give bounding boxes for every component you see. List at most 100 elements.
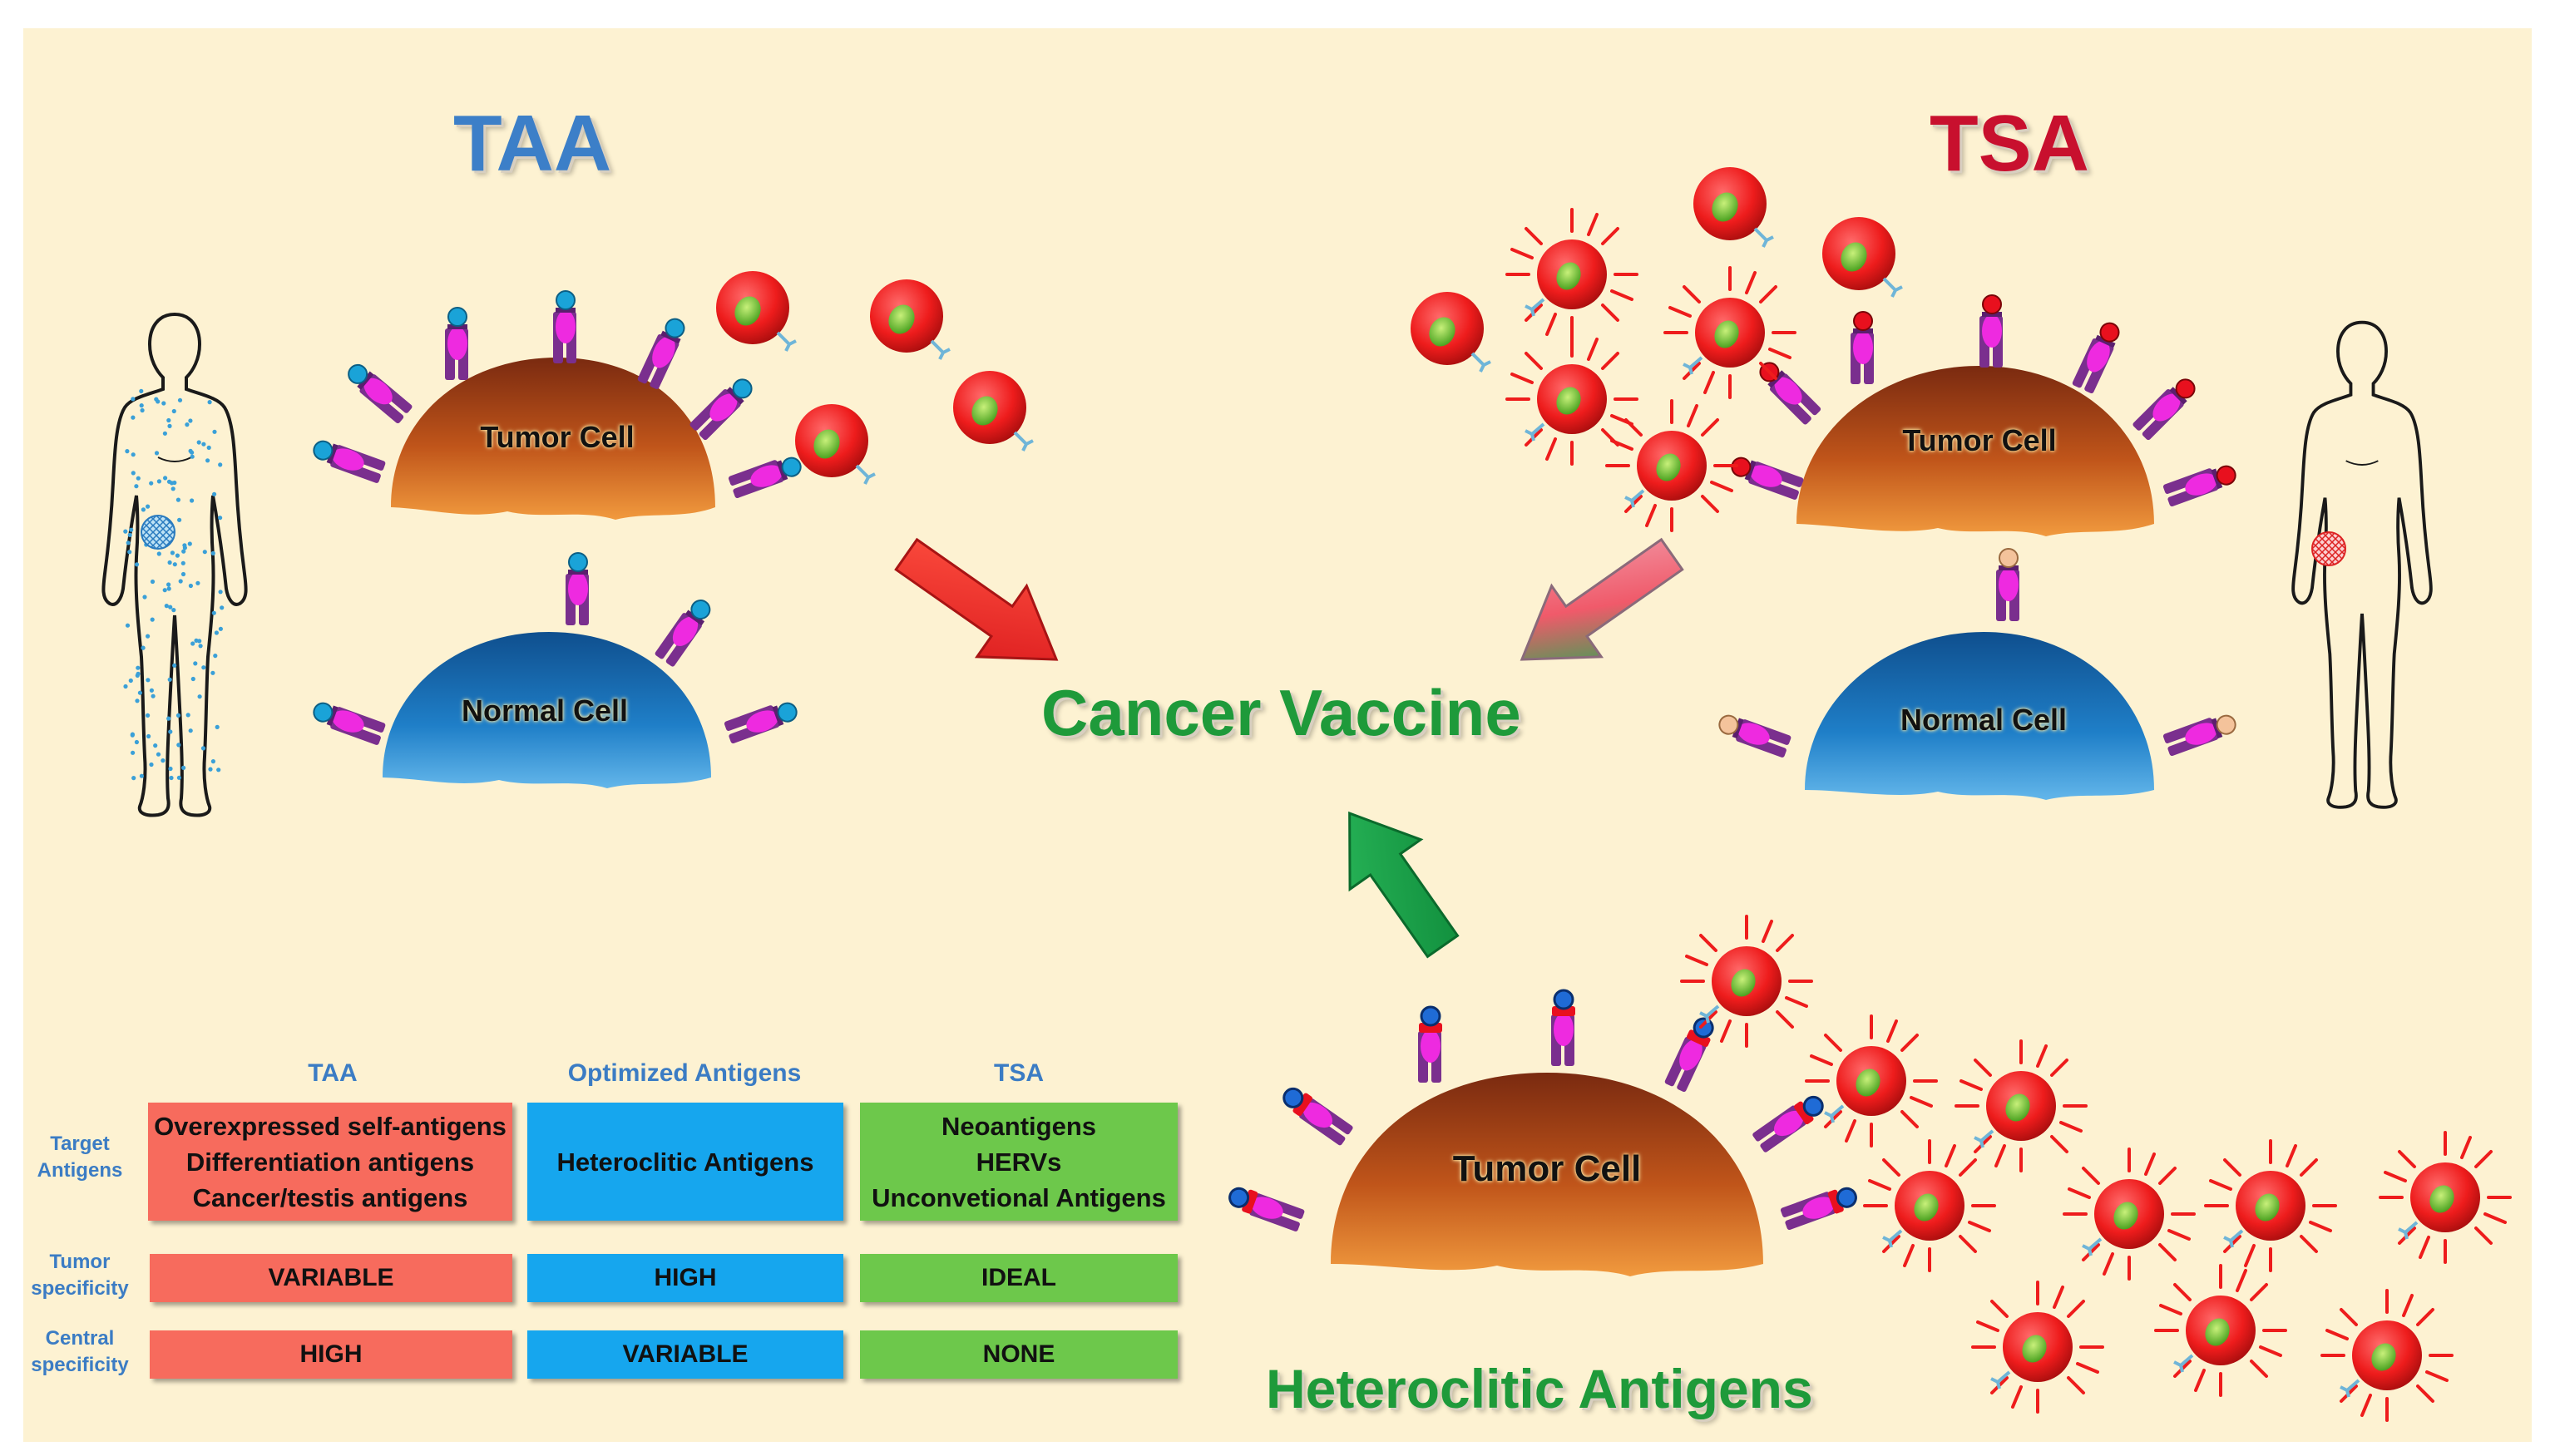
speckle-dot [146,678,151,683]
speckle-dot [169,775,174,781]
tsa-tumor-cell-icon [1728,295,2239,536]
tsa-tumor-cell-label: Tumor Cell [1902,423,2057,457]
speckle-dot [125,449,130,454]
speckle-dot [164,604,169,609]
table-cell-tsa-central-specificity: NONE [860,1330,1178,1379]
speckle-dot [190,454,195,459]
speckle-dot [187,541,192,546]
speckle-dot [136,671,141,676]
cell-line: Unconvetional Antigens [872,1182,1166,1212]
column-header-tsa: TSA [994,1059,1044,1087]
speckle-dot [161,401,166,406]
table-cell-taa-target: Overexpressed self-antigens Differentiat… [148,1103,512,1221]
speckle-dot [172,562,177,567]
speckle-dot [166,417,171,423]
cell-line: Heteroclitic Antigens [556,1147,814,1177]
table-cell-taa-tumor-specificity: VARIABLE [150,1254,512,1302]
speckle-dot [194,638,199,644]
speckle-dot [134,739,139,745]
speckle-dot [150,617,155,622]
speckle-dot [149,481,154,486]
row-header-line: Antigens [37,1159,123,1182]
speckle-dot [167,677,172,682]
t-cell-icon [2154,1264,2287,1397]
table-cell-optimized-tumor-specificity: HIGH [527,1254,843,1302]
speckle-dot [201,442,206,447]
speckle-dot [131,776,136,781]
row-header-target-antigens: Target Antigens [28,1131,131,1184]
cell-line: VARIABLE [622,1340,749,1368]
taa-normal-cell-icon [310,553,800,788]
speckle-dot [146,634,151,639]
speckle-dot [214,630,219,635]
speckle-dot [190,676,195,682]
speckle-dot [181,765,186,771]
speckle-dot [200,746,206,751]
speckle-dot [218,626,223,631]
speckle-dot [211,610,216,615]
speckle-dot [146,733,151,739]
speckle-dot [176,775,181,780]
cell-line: Neoantigens [941,1111,1097,1141]
speckle-dot [170,550,175,555]
speckle-dot [220,605,225,610]
speckle-dot [163,476,168,481]
speckle-dot [210,759,215,764]
speckle-dot [134,562,140,567]
t-cell-icon [1863,1139,1996,1272]
speckle-dot [125,623,131,628]
speckle-dot [156,479,161,484]
speckle-dot [123,684,128,689]
speckle-dot [210,550,215,556]
table-cell-optimized-target: Heteroclitic Antigens [527,1103,843,1221]
speckle-dot [171,408,176,414]
speckle-dot [175,553,180,558]
speckle-dot [149,762,154,767]
speckle-dot [208,767,213,772]
t-cell-icon [1680,915,1813,1048]
speckle-dot [198,644,203,649]
speckle-dot [206,445,211,451]
t-cell-icon [1605,399,1738,532]
arrow-icon [1520,537,1684,661]
row-header-line: Central [45,1327,115,1350]
speckle-dot [218,462,223,467]
speckle-dot [177,397,183,402]
speckle-dot [167,560,172,565]
speckle-dot [196,440,201,445]
speckle-dot [131,750,136,755]
t-cell-icon [2204,1139,2337,1272]
speckle-dot [131,397,136,402]
t-cell-icon [1955,1039,2088,1172]
speckle-dot [131,471,136,476]
speckle-dot [182,543,187,548]
speckle-dot [195,580,200,585]
cell-line: HERVs [976,1147,1062,1177]
row-header-line: Target [50,1133,110,1155]
cell-line: Overexpressed self-antigens [154,1111,507,1141]
speckle-dot [168,729,173,734]
speckle-dot [210,670,215,675]
speckle-dot [156,752,161,757]
speckle-dot [166,716,171,721]
speckle-dot [212,429,217,434]
speckle-dot [218,590,223,595]
t-cell-icon [2379,1131,2512,1264]
t-cell-icon [2063,1148,2196,1281]
speckle-dot [166,586,171,591]
speckle-dot [176,743,181,748]
tsa-normal-cell-label: Normal Cell [1900,703,2068,737]
row-header-line: specificity [31,1354,129,1376]
speckle-dot [129,527,134,532]
speckle-dot [154,451,160,456]
row-header-line: Tumor [49,1251,111,1273]
speckle-dot [175,713,181,718]
speckle-dot [141,507,146,512]
speckle-dot [136,665,141,670]
speckle-dot [137,690,142,695]
speckle-dot [207,400,212,405]
speckle-dot [212,491,217,496]
speckle-dot [202,550,207,555]
cancer-vaccine-title: Cancer Vaccine [1041,676,1521,749]
speckle-dot [142,595,147,600]
